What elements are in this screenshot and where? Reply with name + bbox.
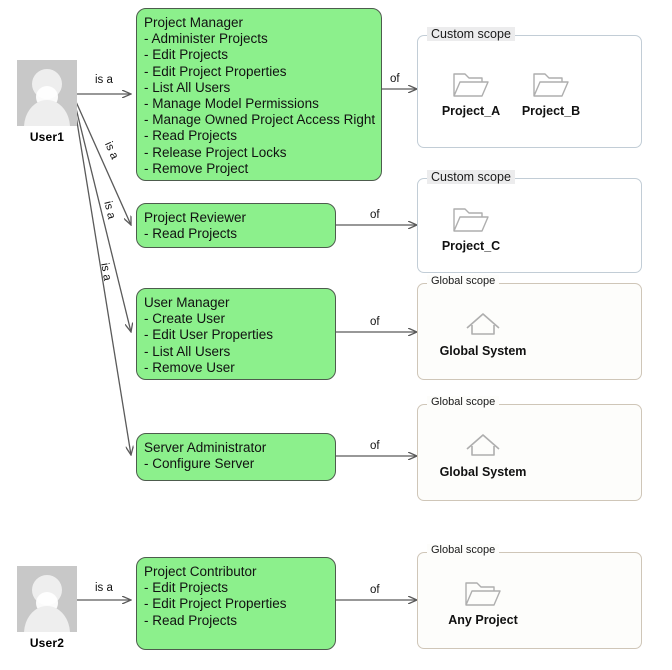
scope-legend: Global scope <box>427 396 500 408</box>
role-permission: - Configure Server <box>144 456 255 472</box>
role-permission: - Administer Projects <box>144 31 268 47</box>
scope-legend: Custom scope <box>427 170 515 184</box>
edge-label-of-project-reviewer: of <box>370 209 380 221</box>
scope-item-label: Project_C <box>441 239 501 253</box>
role-title: Server Administrator <box>144 440 267 455</box>
scope-item-label: Project_B <box>521 104 581 118</box>
edge-label-is-a-user-manager: is a <box>101 200 118 221</box>
role-box-user-manager[interactable]: User Manager - Create User - Edit User P… <box>136 288 336 380</box>
edge-label-is-a-project-reviewer: is a <box>102 140 121 162</box>
scope-item-global-system[interactable]: Global System <box>428 427 538 479</box>
scope-item-project-c[interactable]: Project_C <box>428 201 514 253</box>
role-permission: - Manage Owned Project Access Right <box>144 112 376 128</box>
scope-item-project-a[interactable]: Project_A <box>428 66 514 118</box>
role-box-project-manager[interactable]: Project Manager - Administer Projects - … <box>136 8 382 181</box>
role-box-project-reviewer[interactable]: Project Reviewer - Read Projects <box>136 203 336 248</box>
scope-item-label: Global System <box>439 344 527 358</box>
edge-label-of-server-administrator: of <box>370 440 380 452</box>
house-icon <box>466 434 500 456</box>
scope-box-global-user-manager[interactable]: Global scope Global System <box>417 275 642 380</box>
role-title: Project Reviewer <box>144 210 247 225</box>
role-permission: - Read Projects <box>144 128 238 144</box>
role-box-project-contributor[interactable]: Project Contributor - Edit Projects - Ed… <box>136 557 336 650</box>
scope-box-project-c[interactable]: Custom scope Project_C <box>417 170 642 273</box>
role-permission: - Manage Model Permissions <box>144 96 319 112</box>
user-avatar-icon <box>17 60 77 126</box>
role-permission: - Edit Projects <box>144 47 229 63</box>
role-permission: - Release Project Locks <box>144 144 287 160</box>
role-permission: - Read Projects <box>144 612 238 628</box>
role-permission: - Edit Projects <box>144 580 229 596</box>
role-permission: - Edit Project Properties <box>144 596 287 612</box>
folder-icon <box>533 73 569 97</box>
edge-label-is-a-server-administrator: is a <box>98 262 114 282</box>
avatar-body-shape <box>24 606 70 632</box>
scope-item-project-b[interactable]: Project_B <box>508 66 594 118</box>
folder-icon <box>453 73 489 97</box>
role-title: Project Manager <box>144 15 244 30</box>
folder-icon <box>465 582 501 606</box>
role-permission: - List All Users <box>144 79 231 95</box>
scope-box-project-ab[interactable]: Custom scope Project_A Project_B <box>417 27 642 148</box>
scope-item-label: Project_A <box>441 104 501 118</box>
scope-item-label: Global System <box>439 465 527 479</box>
scope-legend: Custom scope <box>427 27 515 41</box>
edge-label-of-user-manager: of <box>370 316 380 328</box>
actor-user1[interactable]: User1 <box>14 60 80 144</box>
role-permission: - Edit Project Properties <box>144 63 287 79</box>
role-permission: - Edit User Properties <box>144 327 274 343</box>
role-permission: - Create User <box>144 311 226 327</box>
scope-box-global-server-admin[interactable]: Global scope Global System <box>417 396 642 501</box>
role-box-server-administrator[interactable]: Server Administrator - Configure Server <box>136 433 336 481</box>
house-icon <box>466 313 500 335</box>
actor-user2[interactable]: User2 <box>14 566 80 650</box>
scope-legend: Global scope <box>427 544 500 556</box>
role-permission: - Remove User <box>144 359 235 375</box>
scope-item-any-project[interactable]: Any Project <box>428 575 538 627</box>
edge-user1-user-manager <box>72 95 131 332</box>
folder-icon <box>453 208 489 232</box>
user-avatar-icon <box>17 566 77 632</box>
scope-box-global-any-project[interactable]: Global scope Any Project <box>417 544 642 649</box>
edge-label-of-project-contributor: of <box>370 584 380 596</box>
role-permission: - Read Projects <box>144 226 238 242</box>
scope-item-global-system[interactable]: Global System <box>428 306 538 358</box>
edge-label-is-a-project-contributor: is a <box>95 582 113 594</box>
role-title: Project Contributor <box>144 564 257 579</box>
scope-item-label: Any Project <box>448 613 518 627</box>
actor-label-user2: User2 <box>29 636 65 650</box>
role-permission: - Remove Project <box>144 160 249 176</box>
role-title: User Manager <box>144 295 230 310</box>
actor-label-user1: User1 <box>29 130 65 144</box>
avatar-body-shape <box>24 100 70 126</box>
scope-legend: Global scope <box>427 275 500 287</box>
role-permission: - List All Users <box>144 343 231 359</box>
edge-label-is-a-project-manager: is a <box>95 74 113 86</box>
edge-label-of-project-manager: of <box>390 73 400 85</box>
